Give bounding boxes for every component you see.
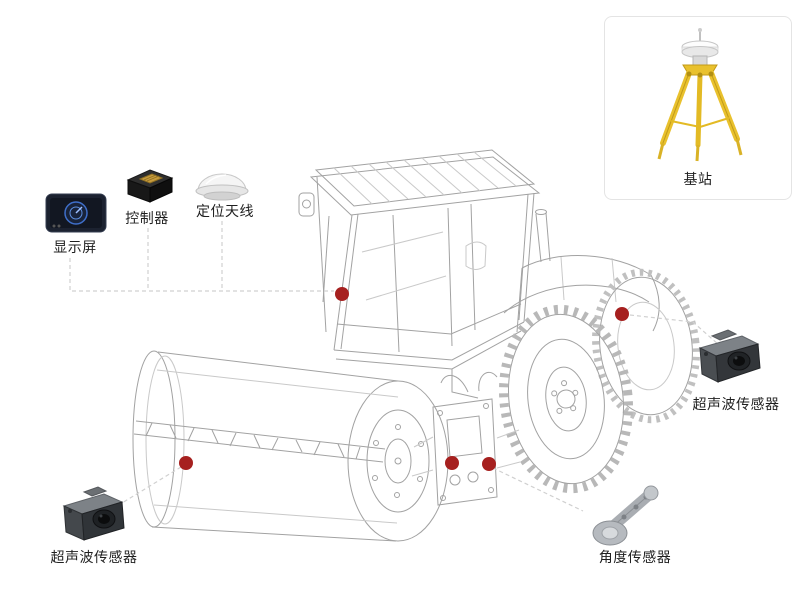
connector-display-to-cab bbox=[69, 258, 334, 292]
marker-drum bbox=[179, 456, 193, 470]
connector-angle-sensor bbox=[492, 467, 584, 512]
display-screen-label: 显示屏 bbox=[53, 239, 97, 255]
ultrasonic-sensor-left-icon bbox=[62, 486, 125, 541]
gnss-antenna-icon bbox=[195, 173, 249, 201]
connector-ultrasonic-left bbox=[121, 466, 182, 504]
angle-sensor-label: 角度传感器 bbox=[598, 549, 672, 565]
ultrasonic-sensor-left-label: 超声波传感器 bbox=[50, 549, 138, 565]
ultrasonic-sensor-right-label: 超声波传感器 bbox=[692, 396, 780, 412]
sensor-markers bbox=[179, 287, 629, 471]
positioning-antenna-label: 定位天线 bbox=[196, 203, 254, 219]
marker-frame-left bbox=[445, 456, 459, 470]
marker-frame-right bbox=[482, 457, 496, 471]
base-station-label: 基站 bbox=[683, 171, 713, 187]
display-screen-icon bbox=[45, 193, 107, 233]
angle-sensor-icon bbox=[592, 485, 659, 546]
controller-module-icon bbox=[126, 169, 174, 203]
base-station-card: 基站 bbox=[604, 16, 792, 200]
marker-cab bbox=[335, 287, 349, 301]
marker-rear bbox=[615, 307, 629, 321]
connector-ultrasonic-right bbox=[629, 314, 720, 346]
connector-lines bbox=[69, 221, 720, 512]
ultrasonic-sensor-right-icon bbox=[698, 329, 761, 383]
tripod-base-station-icon bbox=[657, 28, 743, 162]
controller-label: 控制器 bbox=[125, 210, 169, 226]
